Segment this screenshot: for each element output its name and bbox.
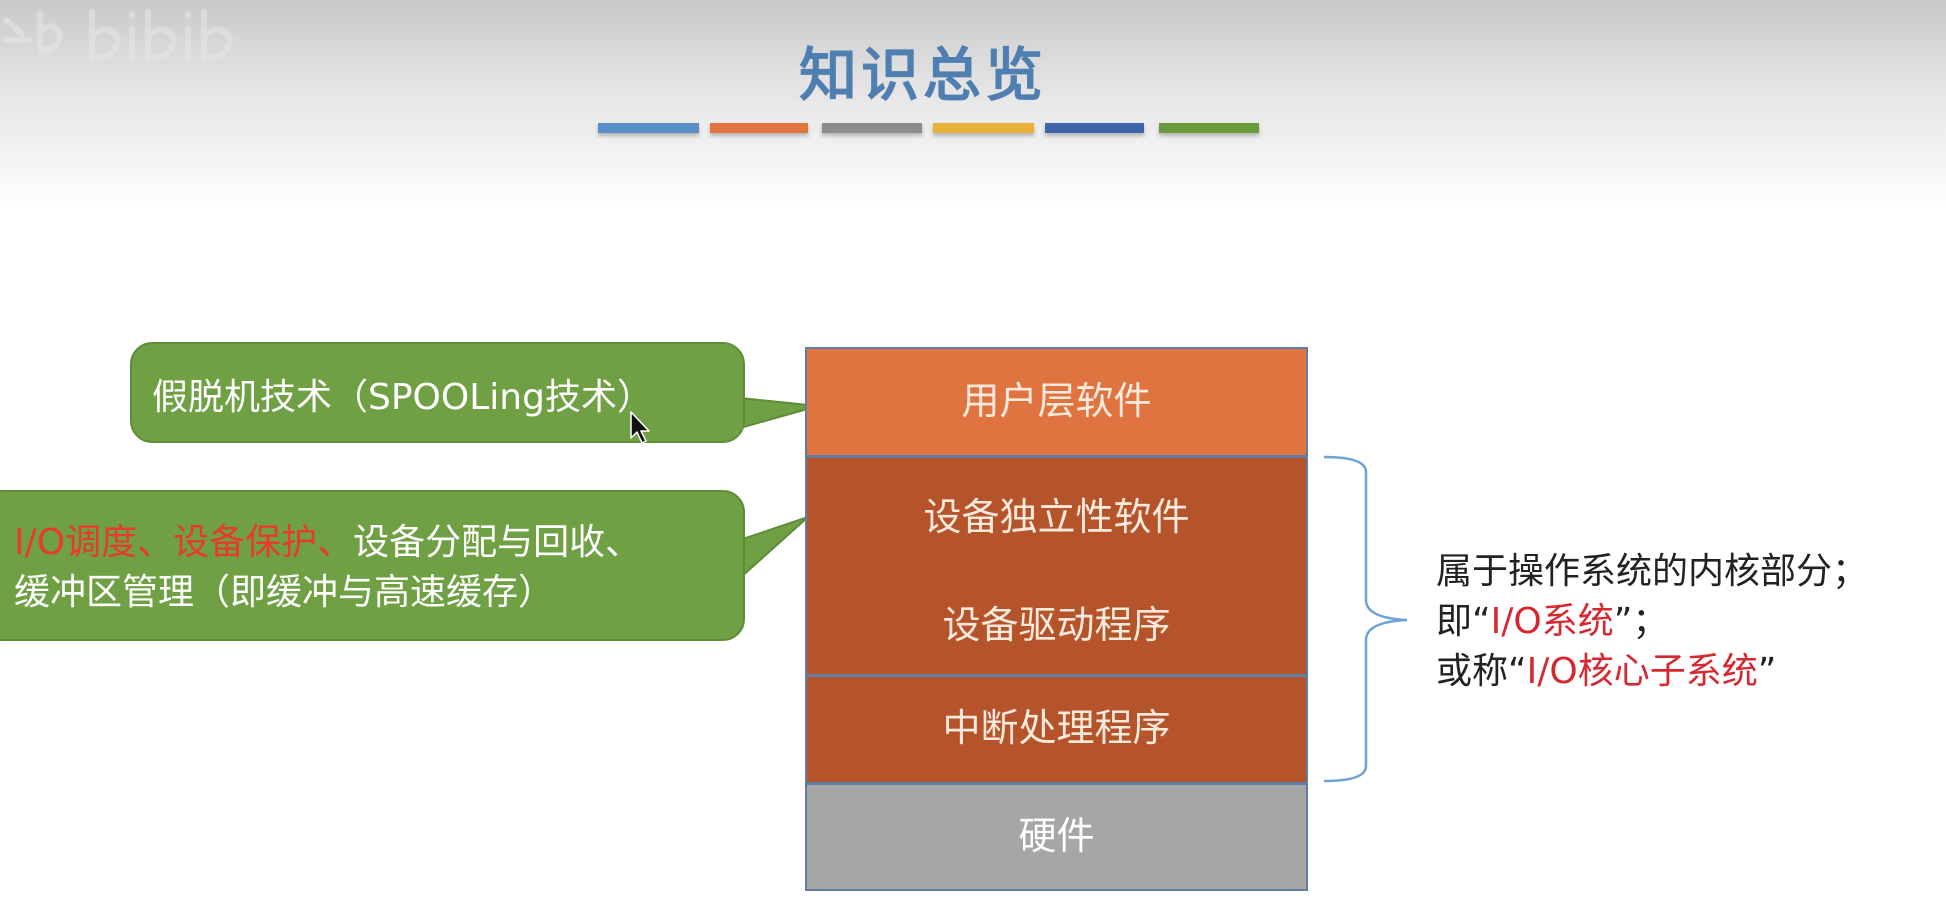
title-bar-blue <box>598 123 699 133</box>
annotation-line3: 或称“I/O核心子系统” <box>1436 647 1868 697</box>
annotation-line2: 即“I/O系统”； <box>1436 597 1868 647</box>
annotation-io-system: I/O系统 <box>1490 601 1614 642</box>
title-bar-gray <box>822 123 922 133</box>
annotation-io-core-subsystem: I/O核心子系统 <box>1526 651 1758 692</box>
layer-device-driver-label: 设备驱动程序 <box>942 603 1171 647</box>
layer-interrupt-handler-label: 中断处理程序 <box>942 706 1171 750</box>
title-underline <box>0 123 1946 137</box>
io-callout-line2: 缓冲区管理（即缓冲与高速缓存） <box>14 572 555 613</box>
annotation-line3-suffix: ” <box>1757 651 1777 692</box>
layer-hardware: 硬件 <box>805 783 1308 891</box>
spooling-callout-text: 假脱机技术（SPOOLing技术） <box>152 377 653 418</box>
header-band <box>0 0 1946 210</box>
logo-watermark <box>3 9 234 63</box>
annotation-line2-prefix: 即“ <box>1436 601 1491 642</box>
annotation-line3-prefix: 或称“ <box>1436 651 1527 692</box>
io-callout-line1-rest: 设备分配与回收、 <box>353 522 642 563</box>
io-callout-line1: I/O调度、设备保护、设备分配与回收、 <box>14 518 743 568</box>
title-bar-green <box>1159 123 1259 133</box>
layer-device-independent-label: 设备独立性软件 <box>923 495 1190 539</box>
layer-user-software-label: 用户层软件 <box>961 379 1152 423</box>
layer-hardware-label: 硬件 <box>1018 814 1095 858</box>
slide-title: 知识总览 <box>798 41 1047 109</box>
title-bar-darkblue <box>1045 123 1144 133</box>
annotation-line1: 属于操作系统的内核部分； <box>1436 551 1869 592</box>
title-bar-yellow <box>933 123 1034 133</box>
layer-kernel-group: 设备独立性软件 设备驱动程序 <box>805 456 1308 676</box>
io-callout-red-text: I/O调度、设备保护、 <box>14 522 354 563</box>
kernel-annotation: 属于操作系统的内核部分； 即“I/O系统”； 或称“I/O核心子系统” <box>1436 547 1868 697</box>
layer-interrupt-handler: 中断处理程序 <box>805 675 1308 784</box>
title-bar-orange <box>710 123 808 133</box>
io-functions-callout: I/O调度、设备保护、设备分配与回收、 缓冲区管理（即缓冲与高速缓存） <box>0 490 745 641</box>
annotation-line2-suffix: ”； <box>1613 601 1669 642</box>
